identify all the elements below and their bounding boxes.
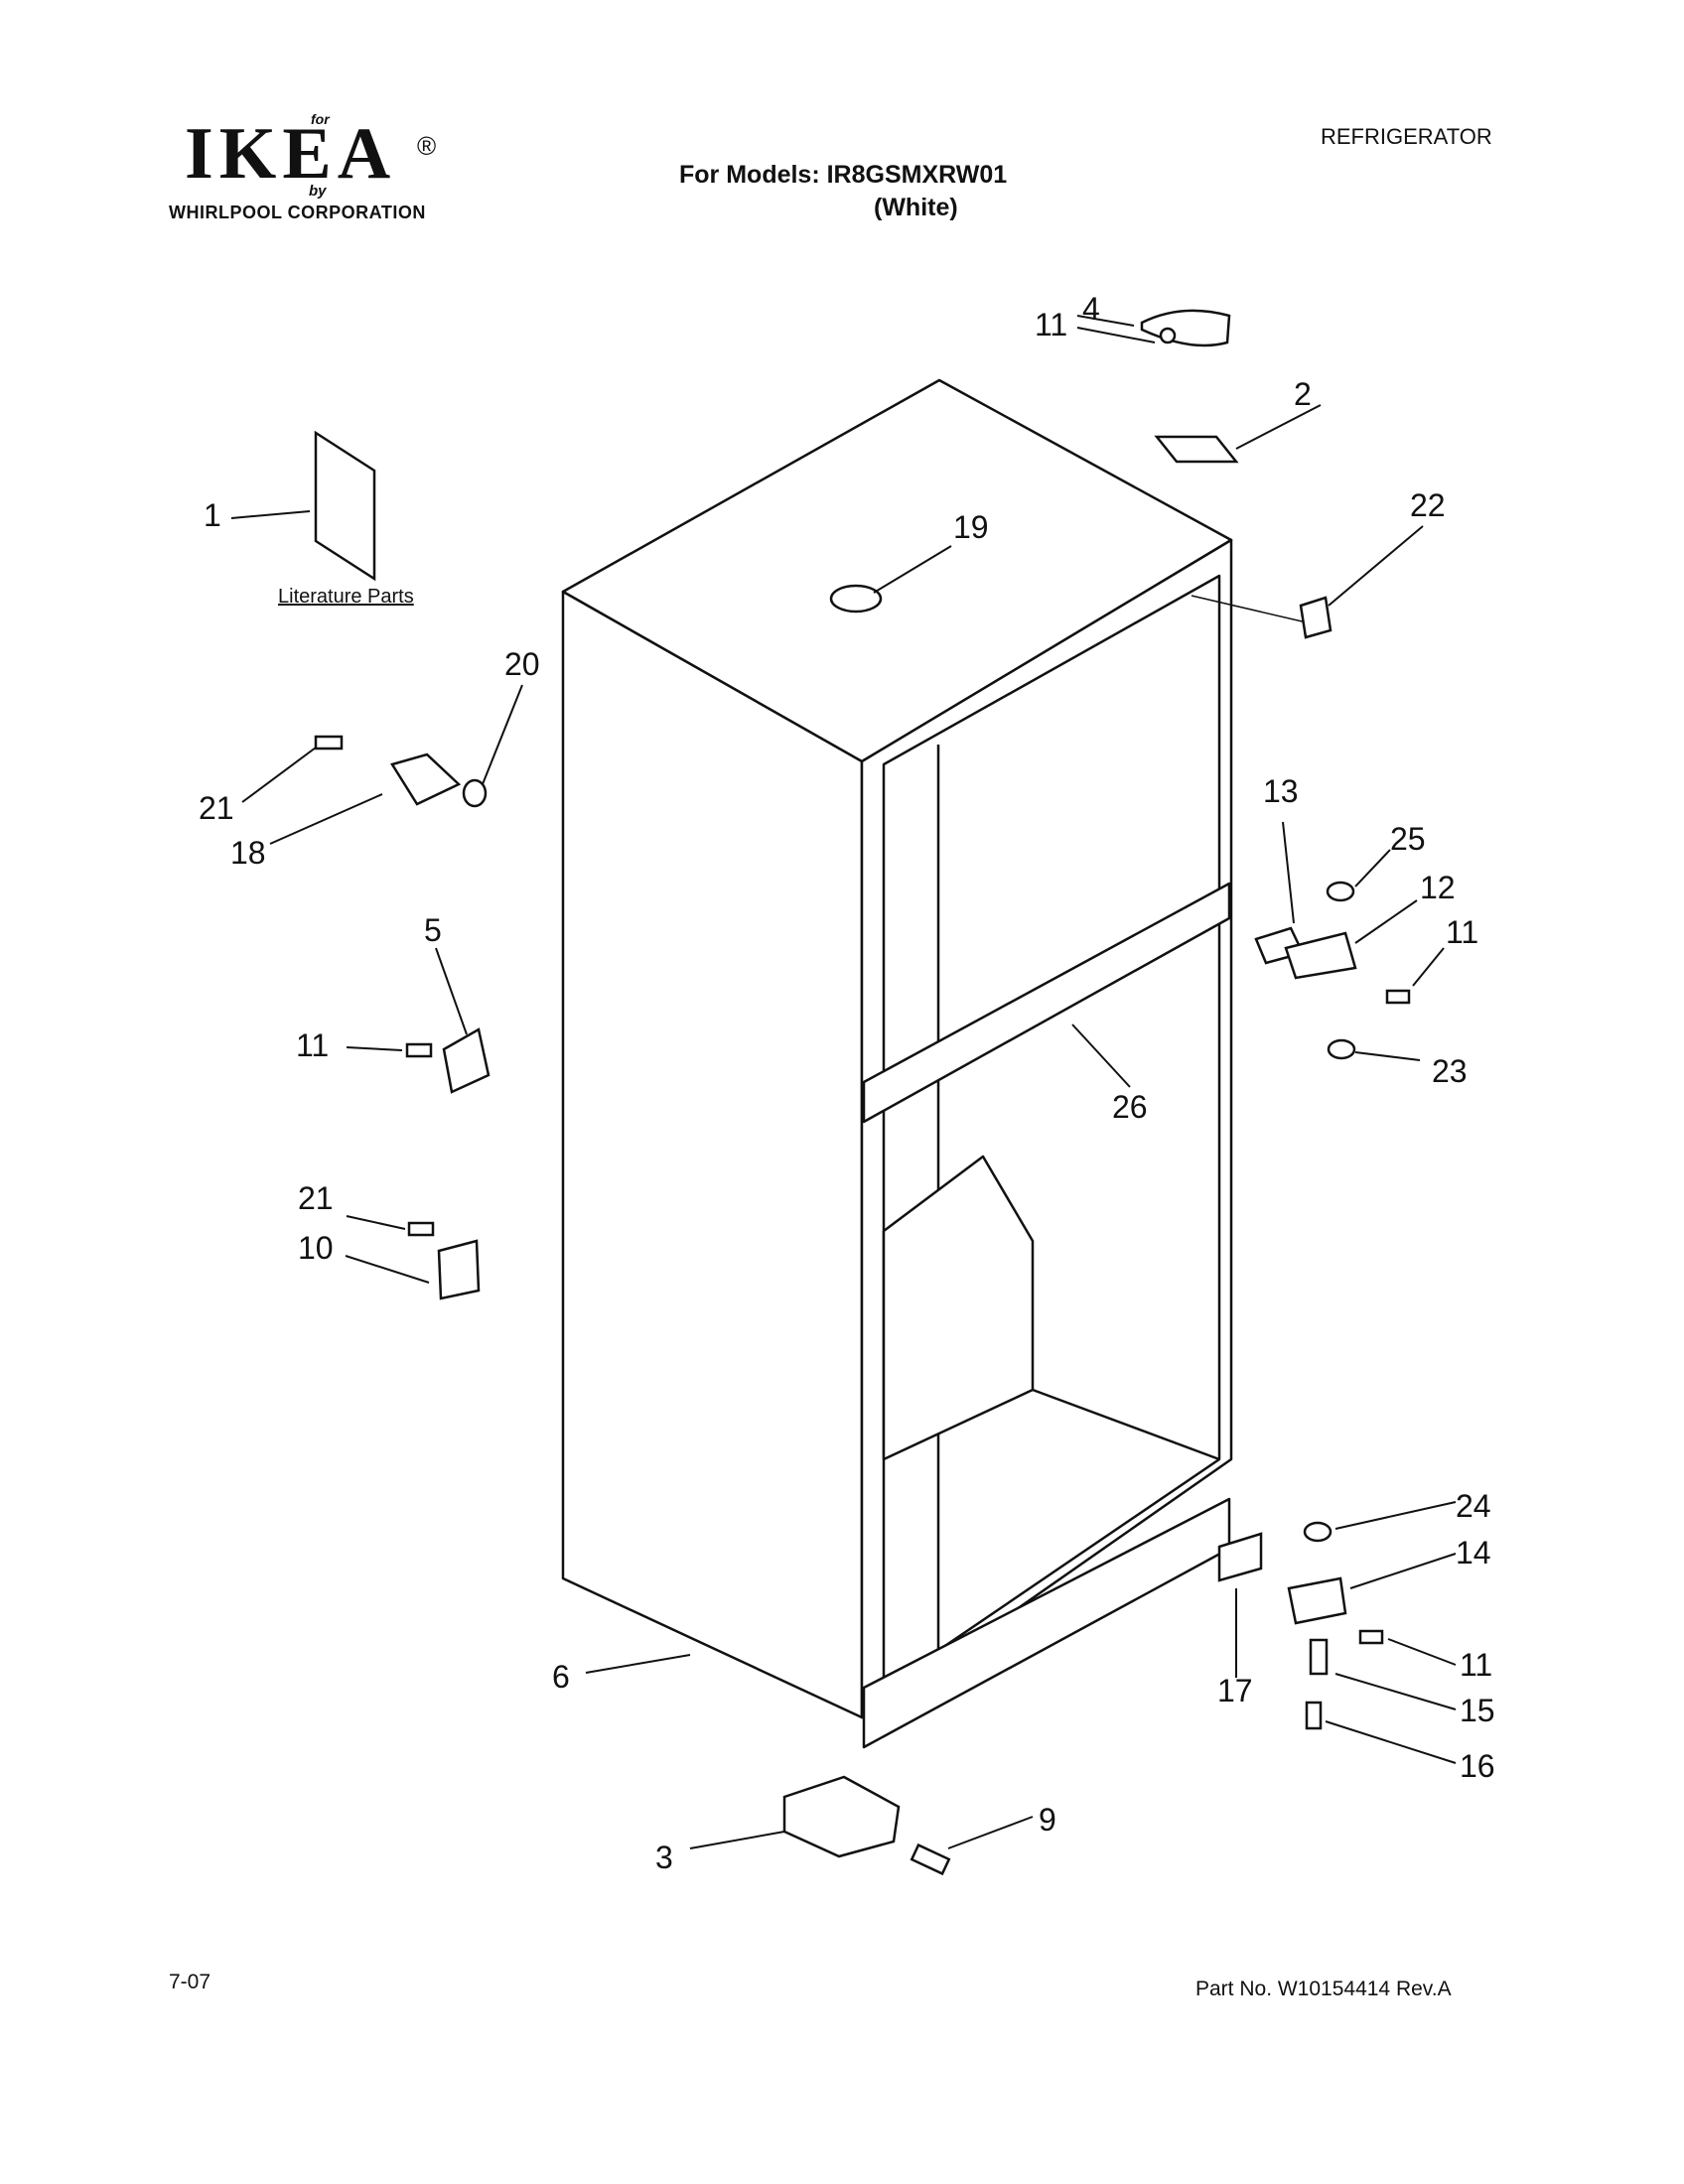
callout-2: 2 bbox=[1294, 376, 1312, 412]
callout-5: 5 bbox=[424, 912, 442, 948]
callout-4: 4 bbox=[1082, 291, 1100, 327]
plug-19 bbox=[829, 584, 883, 614]
model-number: For Models: IR8GSMXRW01 bbox=[679, 161, 1008, 189]
callout-13: 13 bbox=[1263, 773, 1299, 809]
part-22 bbox=[1299, 596, 1333, 639]
literature-parts-label: Literature Parts bbox=[278, 586, 414, 608]
washer-25 bbox=[1326, 881, 1355, 902]
callout-17: 17 bbox=[1217, 1673, 1253, 1708]
callout-14: 14 bbox=[1456, 1535, 1491, 1570]
hinge-cover-4 bbox=[1140, 309, 1231, 347]
part-5 bbox=[442, 1027, 491, 1094]
callout-26: 26 bbox=[1112, 1089, 1148, 1125]
callout-11-mid: 11 bbox=[1446, 914, 1478, 950]
ikea-logo: IKEA bbox=[185, 113, 397, 195]
bracket-18 bbox=[390, 752, 462, 806]
callout-1: 1 bbox=[204, 497, 221, 533]
center-rail bbox=[862, 882, 1231, 1124]
logo-by-text: by bbox=[309, 183, 327, 200]
callout-21-lower: 21 bbox=[298, 1180, 334, 1216]
document-type: REFRIGERATOR bbox=[1321, 124, 1492, 149]
callout-15: 15 bbox=[1460, 1693, 1495, 1728]
callout-3: 3 bbox=[655, 1840, 673, 1875]
logo-for-text: for bbox=[311, 111, 330, 127]
bottom-hinge-14 bbox=[1287, 1576, 1347, 1625]
registered-mark: ® bbox=[417, 131, 437, 161]
cabinet-opening bbox=[882, 574, 1221, 1690]
callout-25: 25 bbox=[1390, 821, 1426, 857]
callout-18: 18 bbox=[230, 835, 266, 871]
screw-9 bbox=[910, 1843, 951, 1876]
callout-12: 12 bbox=[1420, 870, 1456, 905]
screw-21-lower bbox=[407, 1221, 435, 1237]
freezer-shelf bbox=[882, 1155, 1035, 1461]
callout-20: 20 bbox=[504, 646, 540, 682]
clip-10 bbox=[437, 1239, 481, 1300]
callout-6: 6 bbox=[552, 1659, 570, 1695]
callout-10: 10 bbox=[298, 1230, 334, 1266]
callout-19: 19 bbox=[953, 509, 989, 545]
callout-9: 9 bbox=[1039, 1802, 1056, 1838]
callout-21-top: 21 bbox=[199, 790, 234, 826]
roller-3 bbox=[782, 1775, 901, 1858]
screw-11-mid bbox=[1385, 989, 1411, 1005]
screw-11-bottom bbox=[1358, 1629, 1384, 1645]
literature-parts bbox=[314, 430, 376, 582]
washer-20 bbox=[462, 778, 488, 808]
revision-date: 7-07 bbox=[169, 1971, 211, 1993]
cabinet-side bbox=[561, 590, 864, 1719]
callout-23: 23 bbox=[1432, 1053, 1468, 1089]
top-hinge-2 bbox=[1154, 435, 1239, 464]
part-number: Part No. W10154414 Rev.A bbox=[1195, 1978, 1452, 2000]
callout-22: 22 bbox=[1410, 487, 1446, 523]
callout-11-left: 11 bbox=[296, 1027, 329, 1063]
shim-17 bbox=[1217, 1532, 1263, 1582]
corporation-name: WHIRLPOOL CORPORATION bbox=[169, 203, 426, 222]
model-color: (White) bbox=[874, 194, 958, 221]
callout-16: 16 bbox=[1460, 1748, 1495, 1784]
callout-11-bottom: 11 bbox=[1460, 1647, 1492, 1683]
mid-hinge-12 bbox=[1284, 931, 1357, 980]
screw-11-left bbox=[405, 1042, 433, 1058]
screw-16 bbox=[1305, 1701, 1323, 1730]
pin-15 bbox=[1309, 1638, 1329, 1676]
callout-11-top: 11 bbox=[1035, 307, 1067, 342]
washer-23 bbox=[1327, 1038, 1356, 1060]
callout-24: 24 bbox=[1456, 1488, 1491, 1524]
screw-21-top bbox=[314, 735, 344, 751]
washer-24 bbox=[1303, 1521, 1333, 1543]
